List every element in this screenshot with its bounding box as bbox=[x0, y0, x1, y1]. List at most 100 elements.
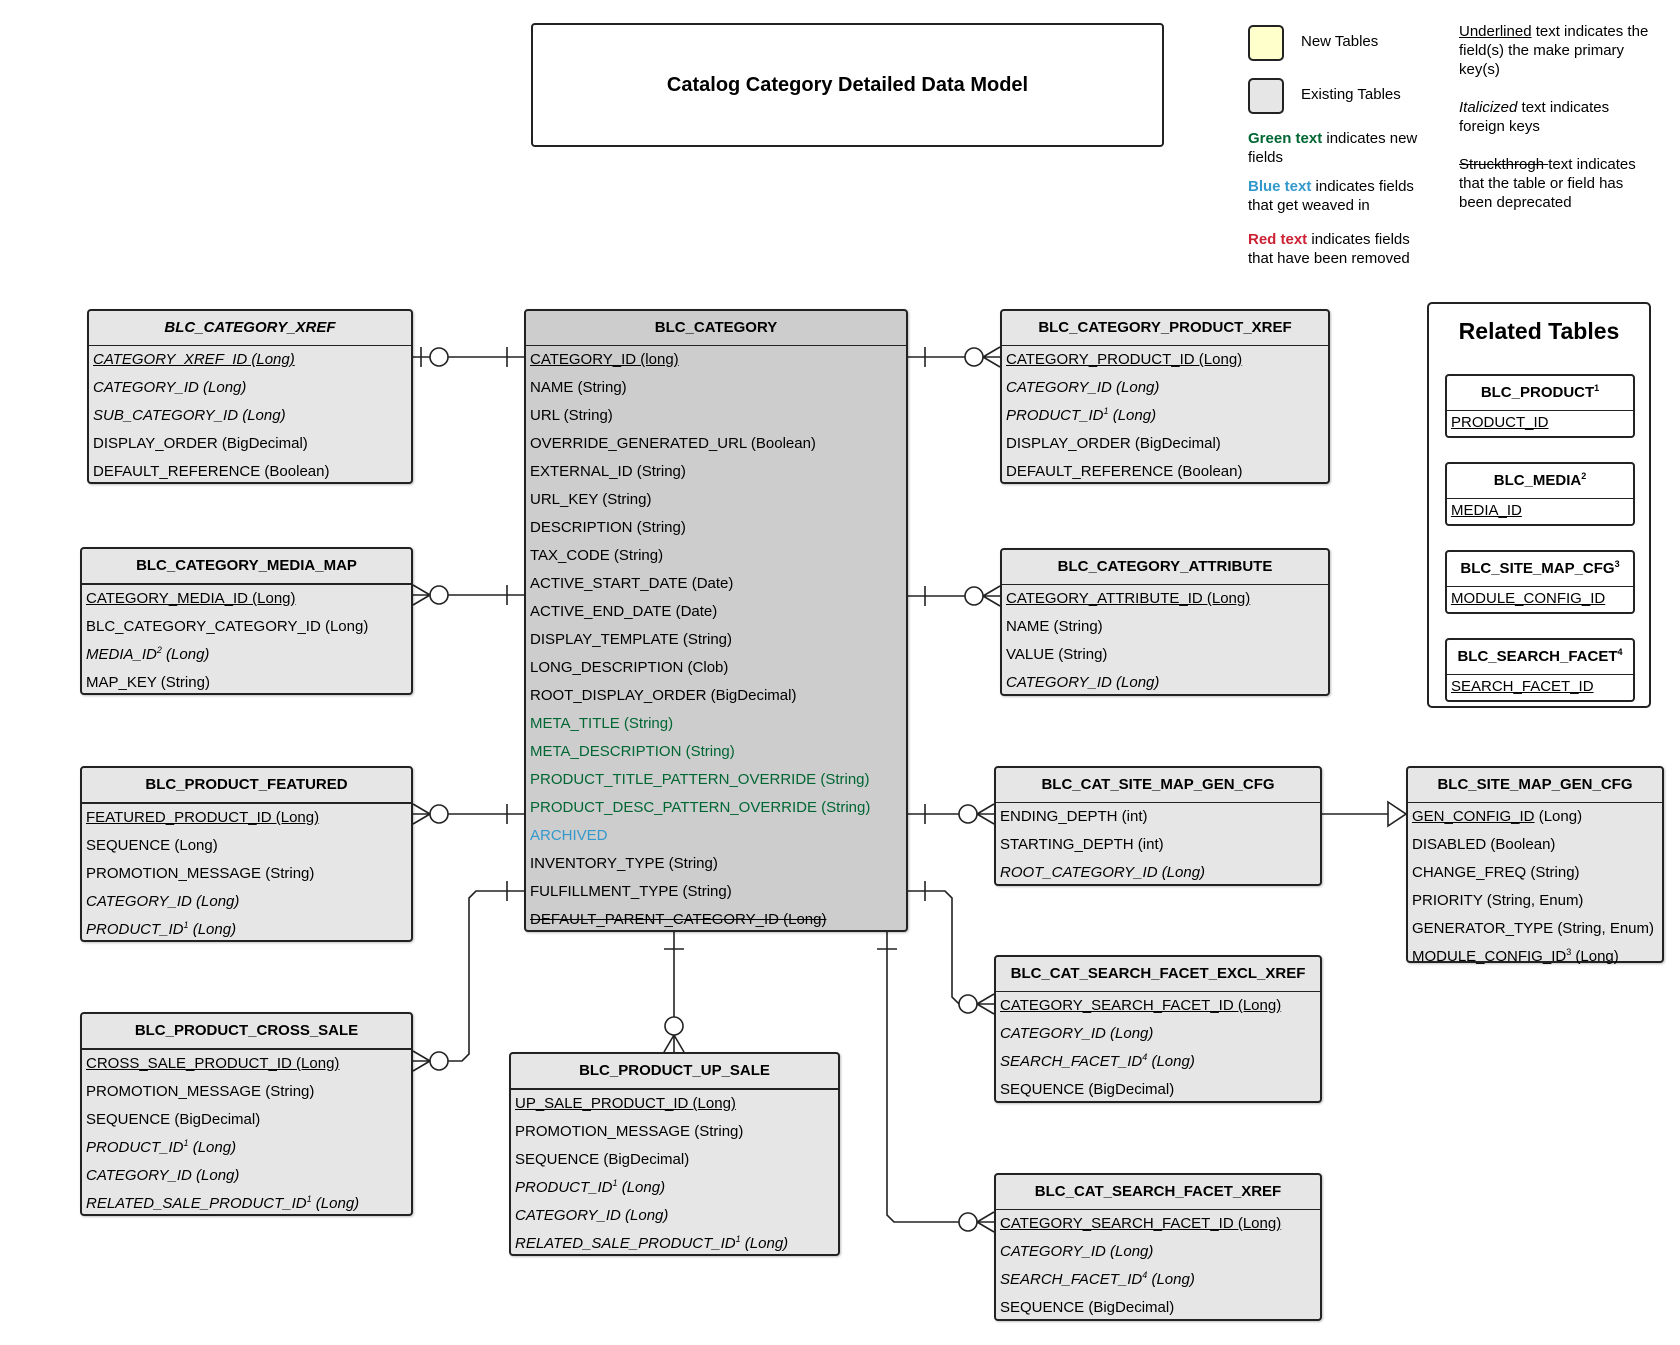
field-name: MODULE_CONFIG_ID bbox=[1412, 948, 1567, 965]
legend-green-word: Green text bbox=[1248, 130, 1323, 147]
field-row: DESCRIPTION (String) bbox=[530, 519, 686, 536]
field-row: CATEGORY_ATTRIBUTE_ID (Long) bbox=[1006, 590, 1251, 607]
related-name: BLC_SEARCH_FACET bbox=[1457, 648, 1618, 665]
field-row: SEARCH_FACET_ID4 (Long) bbox=[996, 1266, 1320, 1294]
field-row: CATEGORY_SEARCH_FACET_ID (Long) bbox=[1000, 997, 1282, 1014]
field-row: STARTING_DEPTH (int) bbox=[1000, 836, 1164, 853]
field-row: TAX_CODE (String) bbox=[530, 547, 664, 564]
rel-cat-search-facet-excl-xref bbox=[908, 881, 995, 1015]
table-name: BLC_PRODUCT_FEATURED bbox=[82, 768, 411, 804]
field-row: DISPLAY_TEMPLATE (String) bbox=[530, 631, 733, 648]
table-category-product-xref: BLC_CATEGORY_PRODUCT_XREF CATEGORY_PRODU… bbox=[1000, 309, 1330, 484]
field-row: ROOT_DISPLAY_ORDER (BigDecimal) bbox=[530, 687, 797, 704]
field-name: PRODUCT_ID bbox=[86, 1139, 184, 1156]
related-field: SEARCH_FACET_ID bbox=[1451, 678, 1594, 695]
rel-product-featured bbox=[412, 803, 524, 825]
field-type: (Long) bbox=[1147, 1271, 1195, 1288]
field-type: (Long) bbox=[1108, 407, 1157, 424]
table-cat-site-map-gen-cfg: BLC_CAT_SITE_MAP_GEN_CFG ENDING_DEPTH (i… bbox=[994, 766, 1322, 886]
legend-red: Red text indicates fields that have been… bbox=[1248, 230, 1433, 268]
field-footnote: 3 bbox=[1566, 947, 1572, 957]
rel-category-media-map bbox=[412, 584, 524, 606]
field-name: PRODUCT_ID bbox=[515, 1179, 613, 1196]
field-row: CATEGORY_ID (Long) bbox=[1006, 379, 1160, 396]
field-type: (Long) bbox=[740, 1235, 789, 1252]
legend-blue-rest: indicates fields that get weaved in bbox=[1248, 178, 1414, 214]
field-row: PRODUCT_ID1 (Long) bbox=[511, 1174, 838, 1202]
field-row: FEATURED_PRODUCT_ID (Long) bbox=[86, 809, 320, 826]
field-row: URL (String) bbox=[530, 407, 613, 424]
field-row: PRIORITY (String, Enum) bbox=[1412, 892, 1584, 909]
related-table-search-facet: BLC_SEARCH_FACET4 SEARCH_FACET_ID bbox=[1445, 638, 1635, 702]
field-footnote: 1 bbox=[612, 1178, 618, 1188]
field-row: ENDING_DEPTH (int) bbox=[1000, 808, 1148, 825]
table-name: BLC_PRODUCT1 bbox=[1447, 376, 1633, 411]
field-row: SEQUENCE (Long) bbox=[86, 837, 218, 854]
field-row: CATEGORY_ID (Long) bbox=[1000, 1025, 1154, 1042]
field-row: CATEGORY_ID (Long) bbox=[86, 1167, 240, 1184]
field-type: (Long) bbox=[161, 646, 210, 663]
table-name: BLC_SITE_MAP_CFG3 bbox=[1447, 552, 1633, 587]
field-name: RELATED_SALE_PRODUCT_ID bbox=[515, 1235, 736, 1252]
field-row: CATEGORY_ID (Long) bbox=[93, 379, 247, 396]
table-category-media-map: BLC_CATEGORY_MEDIA_MAP CATEGORY_MEDIA_ID… bbox=[80, 547, 413, 695]
legend-struck-word: Struckthrogh bbox=[1459, 156, 1549, 173]
table-name: BLC_SEARCH_FACET4 bbox=[1447, 640, 1633, 675]
field-row: CATEGORY_PRODUCT_ID (Long) bbox=[1006, 351, 1243, 368]
field-row: GEN_CONFIG_ID (Long) bbox=[1408, 803, 1662, 831]
field-footnote: 1 bbox=[306, 1194, 312, 1204]
field-row: DEFAULT_REFERENCE (Boolean) bbox=[1006, 463, 1243, 480]
related-field: PRODUCT_ID bbox=[1451, 414, 1549, 431]
legend-italic-rest: text indicates foreign keys bbox=[1459, 99, 1610, 135]
field-footnote: 4 bbox=[1142, 1052, 1148, 1062]
rel-product-cross-sale bbox=[412, 881, 524, 1072]
table-product-cross-sale: BLC_PRODUCT_CROSS_SALE CROSS_SALE_PRODUC… bbox=[80, 1012, 413, 1216]
field-footnote: 2 bbox=[156, 645, 162, 655]
rel-category-product-xref bbox=[908, 346, 1001, 368]
field-row: EXTERNAL_ID (String) bbox=[530, 463, 686, 480]
field-row: PRODUCT_ID1 (Long) bbox=[1002, 402, 1328, 430]
table-category-xref: BLC_CATEGORY_XREF CATEGORY_XREF_ID (Long… bbox=[87, 309, 413, 484]
field-row: PRODUCT_ID1 (Long) bbox=[82, 916, 411, 944]
field-row-new: PRODUCT_TITLE_PATTERN_OVERRIDE (String) bbox=[530, 771, 870, 788]
table-name: BLC_CAT_SEARCH_FACET_EXCL_XREF bbox=[996, 957, 1320, 992]
field-row: MEDIA_ID2 (Long) bbox=[82, 641, 411, 669]
table-site-map-gen-cfg: BLC_SITE_MAP_GEN_CFG GEN_CONFIG_ID (Long… bbox=[1406, 766, 1664, 965]
related-table-media: BLC_MEDIA2 MEDIA_ID bbox=[1445, 462, 1635, 526]
field-type: (Long) bbox=[188, 1139, 237, 1156]
rel-category-attribute bbox=[908, 585, 1001, 607]
field-row: PRODUCT_ID1 (Long) bbox=[82, 1134, 411, 1162]
field-name: PRODUCT_ID bbox=[1006, 407, 1104, 424]
field-type: (Long) bbox=[188, 921, 237, 938]
legend-struck: Struckthrogh text indicates that the tab… bbox=[1459, 155, 1659, 212]
field-row: FULFILLMENT_TYPE (String) bbox=[530, 883, 732, 900]
legend-new-label: New Tables bbox=[1301, 33, 1379, 50]
field-row: LONG_DESCRIPTION (Clob) bbox=[530, 659, 729, 676]
field-footnote: 4 bbox=[1142, 1270, 1148, 1280]
legend-underlined: Underlined text indicates the field(s) t… bbox=[1459, 22, 1649, 79]
field-row: CHANGE_FREQ (String) bbox=[1412, 864, 1580, 881]
field-row: ACTIVE_END_DATE (Date) bbox=[530, 603, 718, 620]
rel-cat-search-facet-xref bbox=[877, 932, 995, 1233]
related-footnote: 4 bbox=[1617, 647, 1623, 657]
field-row: PROMOTION_MESSAGE (String) bbox=[86, 865, 315, 882]
table-name: BLC_PRODUCT_UP_SALE bbox=[511, 1054, 838, 1090]
diagram-title: Catalog Category Detailed Data Model bbox=[531, 23, 1164, 147]
legend-green-rest: indicates new fields bbox=[1248, 130, 1418, 166]
field-row-new: META_DESCRIPTION (String) bbox=[530, 743, 735, 760]
field-row: CATEGORY_ID (long) bbox=[530, 351, 679, 368]
field-row: CATEGORY_XREF_ID (Long) bbox=[93, 351, 295, 368]
field-footnote: 1 bbox=[1103, 406, 1109, 416]
legend-blue-word: Blue text bbox=[1248, 178, 1312, 195]
field-row: NAME (String) bbox=[1006, 618, 1103, 635]
table-name: BLC_CATEGORY_ATTRIBUTE bbox=[1002, 550, 1328, 585]
related-footnote: 3 bbox=[1614, 559, 1620, 569]
field-row: CATEGORY_ID (Long) bbox=[1000, 1243, 1154, 1260]
related-footnote: 1 bbox=[1594, 383, 1600, 393]
field-row: MODULE_CONFIG_ID3 (Long) bbox=[1408, 943, 1662, 971]
table-product-up-sale: BLC_PRODUCT_UP_SALE UP_SALE_PRODUCT_ID (… bbox=[509, 1052, 840, 1256]
field-row: ROOT_CATEGORY_ID (Long) bbox=[1000, 864, 1206, 881]
field-row: SEARCH_FACET_ID4 (Long) bbox=[996, 1048, 1320, 1076]
related-field: MEDIA_ID bbox=[1451, 502, 1522, 519]
